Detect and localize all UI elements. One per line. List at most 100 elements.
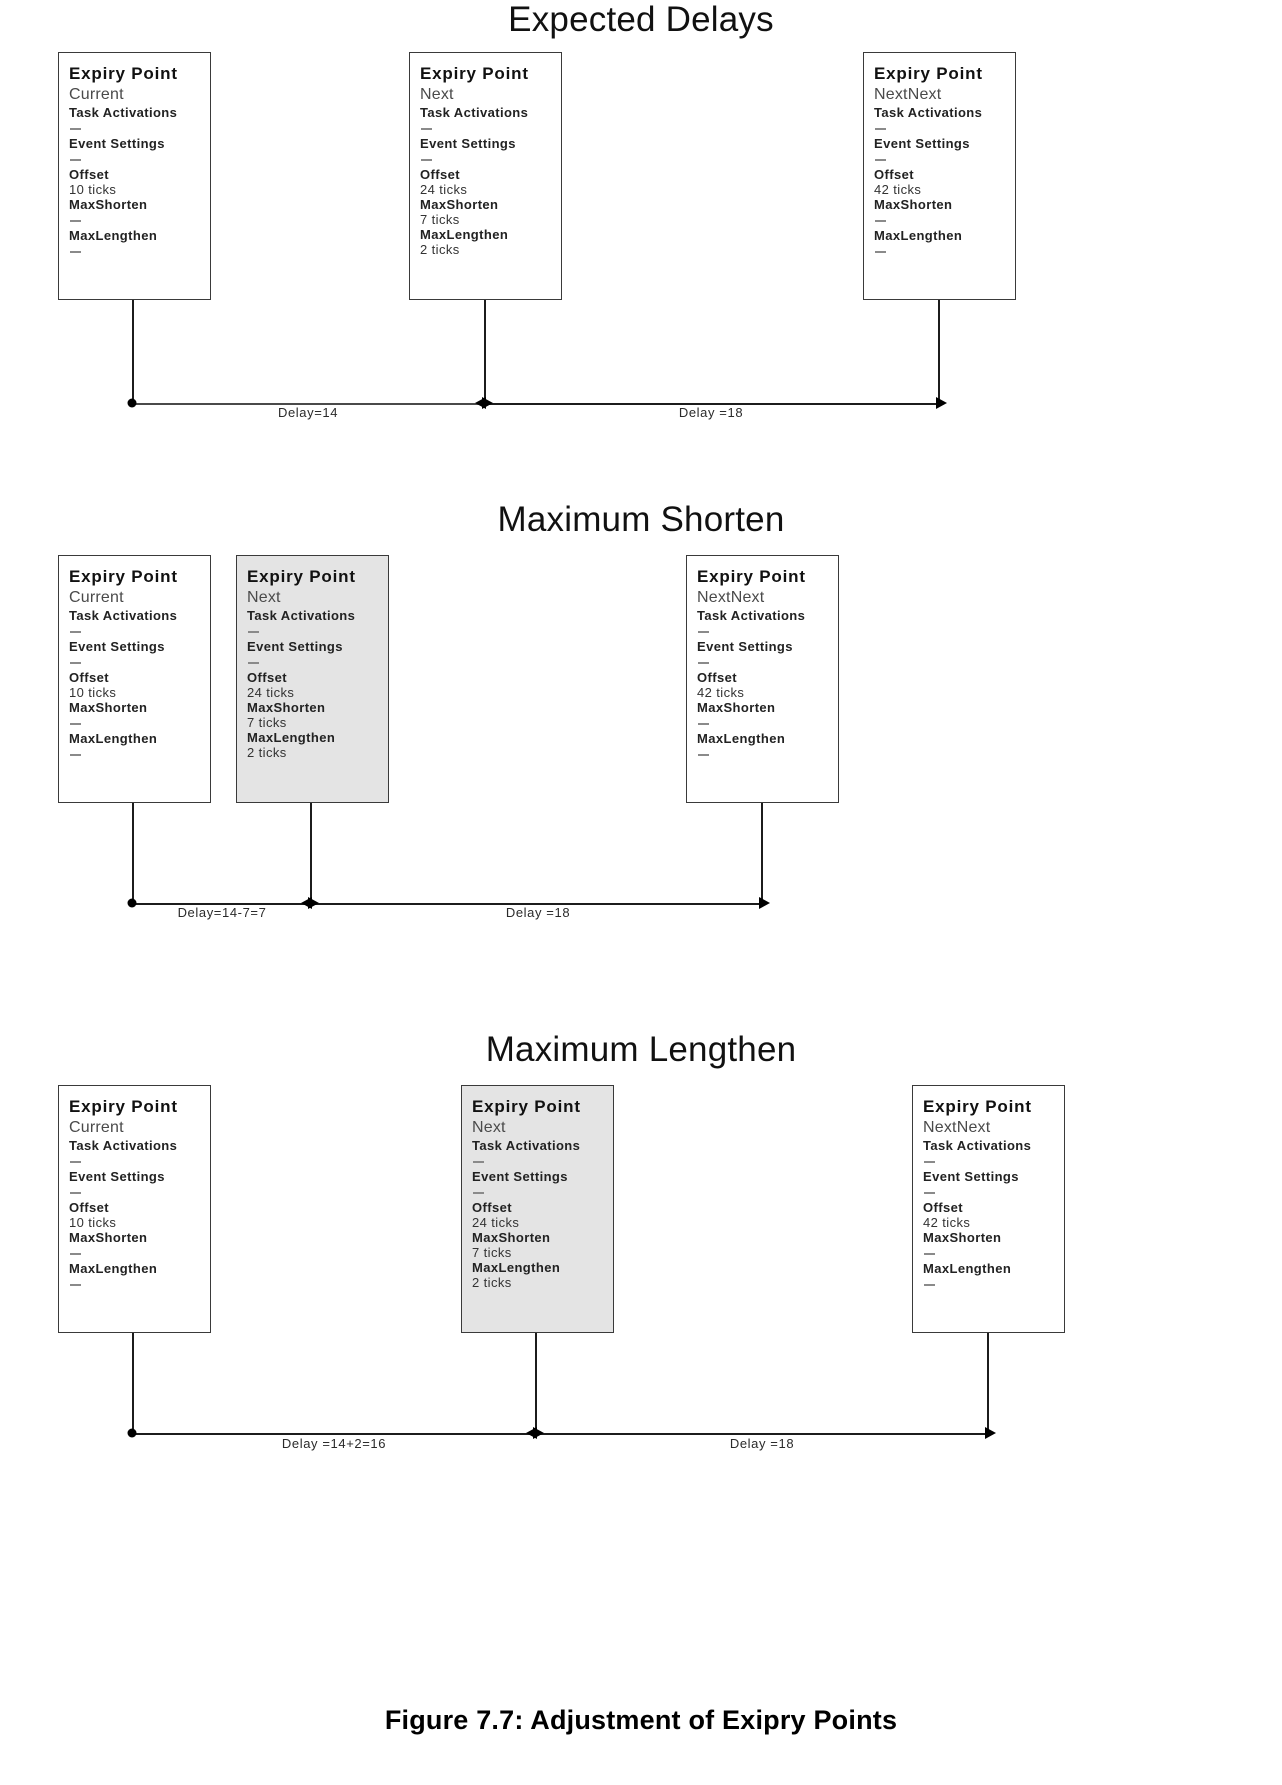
maxshorten-value-dash	[875, 220, 886, 222]
event-settings-value-dash	[70, 662, 81, 664]
connector-line-nextnext-s2	[761, 803, 763, 903]
expiry-point-heading: Expiry Point	[69, 1097, 178, 1116]
maxshorten-value-dash	[70, 220, 81, 222]
task-activations-value-dash	[70, 631, 81, 633]
offset-label: Offset	[923, 1200, 963, 1215]
delay-label-2-s3: Delay =18	[729, 1436, 795, 1451]
event-settings-value-dash	[248, 662, 259, 664]
timeline-arrow-nextnext-s3	[985, 1427, 996, 1439]
event-settings-label: Event Settings	[923, 1169, 1019, 1184]
timeline-arrow-next-left-s3	[526, 1427, 537, 1439]
event-settings-value-dash	[875, 159, 886, 161]
connector-line-next-s2	[310, 803, 312, 903]
maxshorten-label: MaxShorten	[697, 700, 776, 715]
timeline-arrow-nextnext-s2	[759, 897, 770, 909]
event-settings-label: Event Settings	[420, 136, 516, 151]
timeline-arrow-next-left-s1	[475, 397, 486, 409]
timeline-node-current-s1	[127, 398, 137, 408]
expiry-point-box-next-s2: Expiry Point Next Task Activations Event…	[236, 555, 389, 803]
offset-value: 42 ticks	[697, 685, 745, 700]
offset-label: Offset	[247, 670, 287, 685]
event-settings-label: Event Settings	[247, 639, 343, 654]
maxlengthen-label: MaxLengthen	[874, 228, 963, 243]
maxshorten-label: MaxShorten	[923, 1230, 1002, 1245]
maxshorten-label: MaxShorten	[472, 1230, 551, 1245]
expiry-point-name: NextNext	[874, 86, 942, 103]
expiry-point-heading: Expiry Point	[874, 64, 983, 83]
offset-label: Offset	[69, 167, 109, 182]
task-activations-label: Task Activations	[247, 608, 356, 623]
expiry-point-heading: Expiry Point	[247, 567, 356, 586]
connector-line-nextnext-s1	[938, 300, 940, 403]
timeline-node-current-s3	[127, 1428, 137, 1438]
maxlengthen-value-dash	[924, 1284, 935, 1286]
connector-line-current-s2	[132, 803, 134, 903]
connector-line-nextnext-s3	[987, 1333, 989, 1433]
event-settings-label: Event Settings	[69, 136, 165, 151]
maxlengthen-value-dash	[698, 754, 709, 756]
timeline-axis-delay1-s1	[132, 403, 484, 405]
maxshorten-value-dash	[924, 1253, 935, 1255]
maxlengthen-value: 2 ticks	[420, 242, 460, 257]
maxlengthen-value-dash	[70, 754, 81, 756]
maxlengthen-label: MaxLengthen	[697, 731, 786, 746]
expiry-point-box-nextnext-s1: Expiry Point NextNext Task Activations E…	[863, 52, 1016, 300]
delay-label-1-s2: Delay=14-7=7	[177, 905, 267, 920]
expiry-point-name: Current	[69, 589, 124, 606]
expiry-point-box-current-s2: Expiry Point Current Task Activations Ev…	[58, 555, 211, 803]
expiry-point-heading: Expiry Point	[69, 64, 178, 83]
expiry-point-name: Next	[472, 1119, 506, 1136]
timeline-axis-delay1-s3	[132, 1433, 535, 1435]
event-settings-value-dash	[70, 159, 81, 161]
expiry-point-heading: Expiry Point	[697, 567, 806, 586]
offset-label: Offset	[874, 167, 914, 182]
expiry-point-box-next-s1: Expiry Point Next Task Activations Event…	[409, 52, 562, 300]
maxlengthen-label: MaxLengthen	[69, 228, 158, 243]
expiry-point-name: Current	[69, 86, 124, 103]
maxlengthen-label: MaxLengthen	[69, 1261, 158, 1276]
event-settings-label: Event Settings	[472, 1169, 568, 1184]
offset-label: Offset	[69, 1200, 109, 1215]
expiry-point-box-nextnext-s2: Expiry Point NextNext Task Activations E…	[686, 555, 839, 803]
offset-value: 24 ticks	[247, 685, 295, 700]
expiry-point-heading: Expiry Point	[472, 1097, 581, 1116]
expiry-point-heading: Expiry Point	[420, 64, 529, 83]
task-activations-value-dash	[698, 631, 709, 633]
delay-label-1-s3: Delay =14+2=16	[281, 1436, 387, 1451]
timeline-arrow-next-left-s2	[301, 897, 312, 909]
maxshorten-value: 7 ticks	[247, 715, 287, 730]
task-activations-label: Task Activations	[874, 105, 983, 120]
maxshorten-label: MaxShorten	[420, 197, 499, 212]
delay-label-1-s1: Delay=14	[277, 405, 339, 420]
section-title-expected-delays: Expected Delays	[508, 0, 774, 39]
connector-line-next-s1	[484, 300, 486, 403]
maxshorten-label: MaxShorten	[247, 700, 326, 715]
offset-label: Offset	[69, 670, 109, 685]
maxlengthen-value-dash	[70, 251, 81, 253]
offset-value: 42 ticks	[923, 1215, 971, 1230]
task-activations-label: Task Activations	[69, 105, 178, 120]
expiry-point-box-current-s1: Expiry Point Current Task Activations Ev…	[58, 52, 211, 300]
maxlengthen-value: 2 ticks	[247, 745, 287, 760]
offset-label: Offset	[697, 670, 737, 685]
event-settings-label: Event Settings	[697, 639, 793, 654]
maxshorten-value: 7 ticks	[420, 212, 460, 227]
expiry-point-box-current-s3: Expiry Point Current Task Activations Ev…	[58, 1085, 211, 1333]
timeline-axis-delay2-s1	[484, 403, 938, 405]
expiry-point-heading: Expiry Point	[923, 1097, 1032, 1116]
timeline-arrow-next-s3	[533, 1427, 544, 1439]
task-activations-label: Task Activations	[420, 105, 529, 120]
maxshorten-label: MaxShorten	[69, 1230, 148, 1245]
expiry-point-name: Next	[420, 86, 454, 103]
timeline-arrow-nextnext-s1	[936, 397, 947, 409]
timeline-arrow-next-s2	[308, 897, 319, 909]
event-settings-value-dash	[421, 159, 432, 161]
figure-caption: Figure 7.7: Adjustment of Exipry Points	[384, 1705, 898, 1735]
task-activations-label: Task Activations	[923, 1138, 1032, 1153]
expiry-point-heading: Expiry Point	[69, 567, 178, 586]
maxlengthen-label: MaxLengthen	[923, 1261, 1012, 1276]
event-settings-value-dash	[473, 1192, 484, 1194]
task-activations-value-dash	[70, 1161, 81, 1163]
event-settings-value-dash	[924, 1192, 935, 1194]
event-settings-label: Event Settings	[69, 1169, 165, 1184]
